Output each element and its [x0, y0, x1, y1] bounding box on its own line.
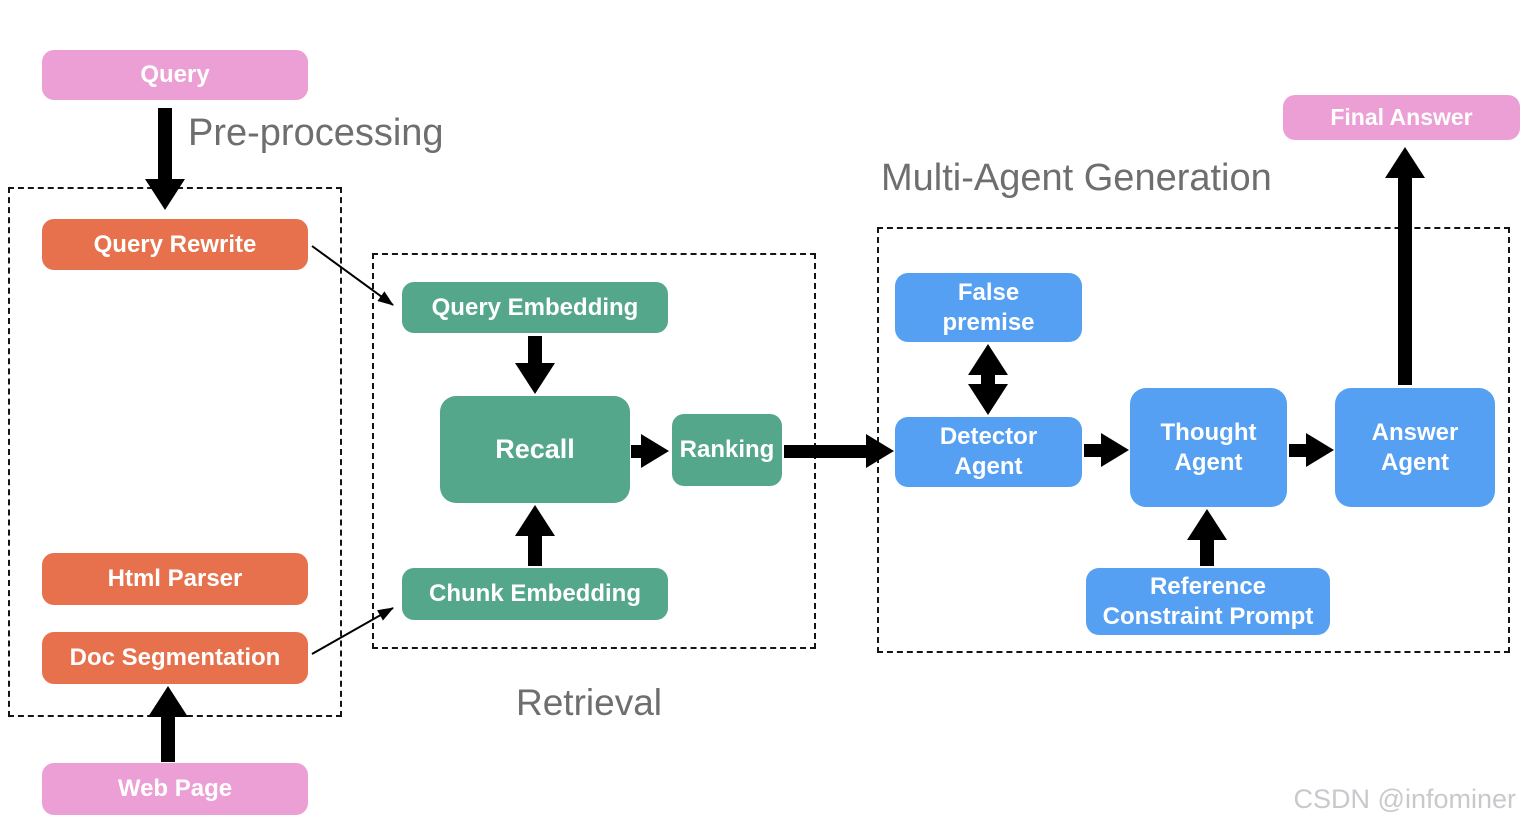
- final-answer-node: Final Answer: [1283, 95, 1520, 140]
- arrow-false-premise-detector-double: [968, 344, 1008, 415]
- arrow-head-up-icon: [148, 686, 188, 717]
- arrow-shaft: [631, 444, 641, 458]
- reference-constraint-prompt-node: Reference Constraint Prompt: [1086, 568, 1330, 635]
- arrow-head-right-icon: [641, 434, 669, 468]
- arrow-head-right-icon: [866, 434, 894, 468]
- arrow-thought-to-answer-agent: [1289, 433, 1334, 467]
- arrow-head-up-icon: [1385, 147, 1425, 178]
- arrow-shaft: [784, 444, 866, 458]
- false-premise-node: False premise: [895, 273, 1082, 342]
- arrow-head-down-icon: [145, 179, 185, 210]
- arrow-head-down-icon: [515, 363, 555, 394]
- thought-agent-node: Thought Agent: [1130, 388, 1287, 507]
- detector-agent-node: Detector Agent: [895, 417, 1082, 487]
- arrow-detector-to-thought-agent: [1084, 433, 1129, 467]
- doc-segmentation-node: Doc Segmentation: [42, 632, 308, 684]
- arrow-shaft: [1084, 443, 1101, 457]
- query-embedding-node: Query Embedding: [402, 282, 668, 333]
- query-node: Query: [42, 50, 308, 100]
- arrow-shaft: [528, 336, 542, 363]
- arrow-shaft: [981, 375, 995, 384]
- arrow-head-down-icon: [968, 384, 1008, 415]
- arrow-head-up-icon: [515, 505, 555, 536]
- chunk-embedding-node: Chunk Embedding: [402, 568, 668, 620]
- multi-agent-generation-label: Multi-Agent Generation: [881, 157, 1272, 199]
- web-page-node: Web Page: [42, 763, 308, 815]
- arrow-web-page-to-doc-segmentation: [148, 686, 188, 762]
- arrow-chunk-embedding-to-recall: [515, 505, 555, 566]
- recall-node: Recall: [440, 396, 630, 503]
- arrow-shaft: [1398, 178, 1412, 385]
- arrow-shaft: [1200, 540, 1214, 566]
- arrow-shaft: [528, 536, 542, 566]
- watermark-text: CSDN @infominer: [1293, 784, 1516, 814]
- arrow-head-up-icon: [1187, 509, 1227, 540]
- arrow-shaft: [161, 717, 175, 762]
- answer-agent-node: Answer Agent: [1335, 388, 1495, 507]
- arrow-head-up-icon: [968, 344, 1008, 375]
- arrow-reference-prompt-to-thought-agent: [1187, 509, 1227, 566]
- arrow-shaft: [1289, 443, 1306, 457]
- preprocessing-label: Pre-processing: [188, 112, 444, 154]
- retrieval-label: Retrieval: [516, 682, 662, 723]
- arrow-ranking-to-detector-agent: [784, 434, 894, 468]
- arrow-shaft: [158, 108, 172, 179]
- ranking-node: Ranking: [672, 414, 782, 486]
- arrow-answer-agent-to-final-answer: [1385, 147, 1425, 385]
- html-parser-node: Html Parser: [42, 553, 308, 605]
- arrow-query-embedding-to-recall: [515, 336, 555, 394]
- arrow-head-right-icon: [1306, 433, 1334, 467]
- query-rewrite-node: Query Rewrite: [42, 219, 308, 270]
- arrow-query-to-query-rewrite: [145, 108, 185, 210]
- arrow-head-right-icon: [1101, 433, 1129, 467]
- arrow-recall-to-ranking: [631, 434, 669, 468]
